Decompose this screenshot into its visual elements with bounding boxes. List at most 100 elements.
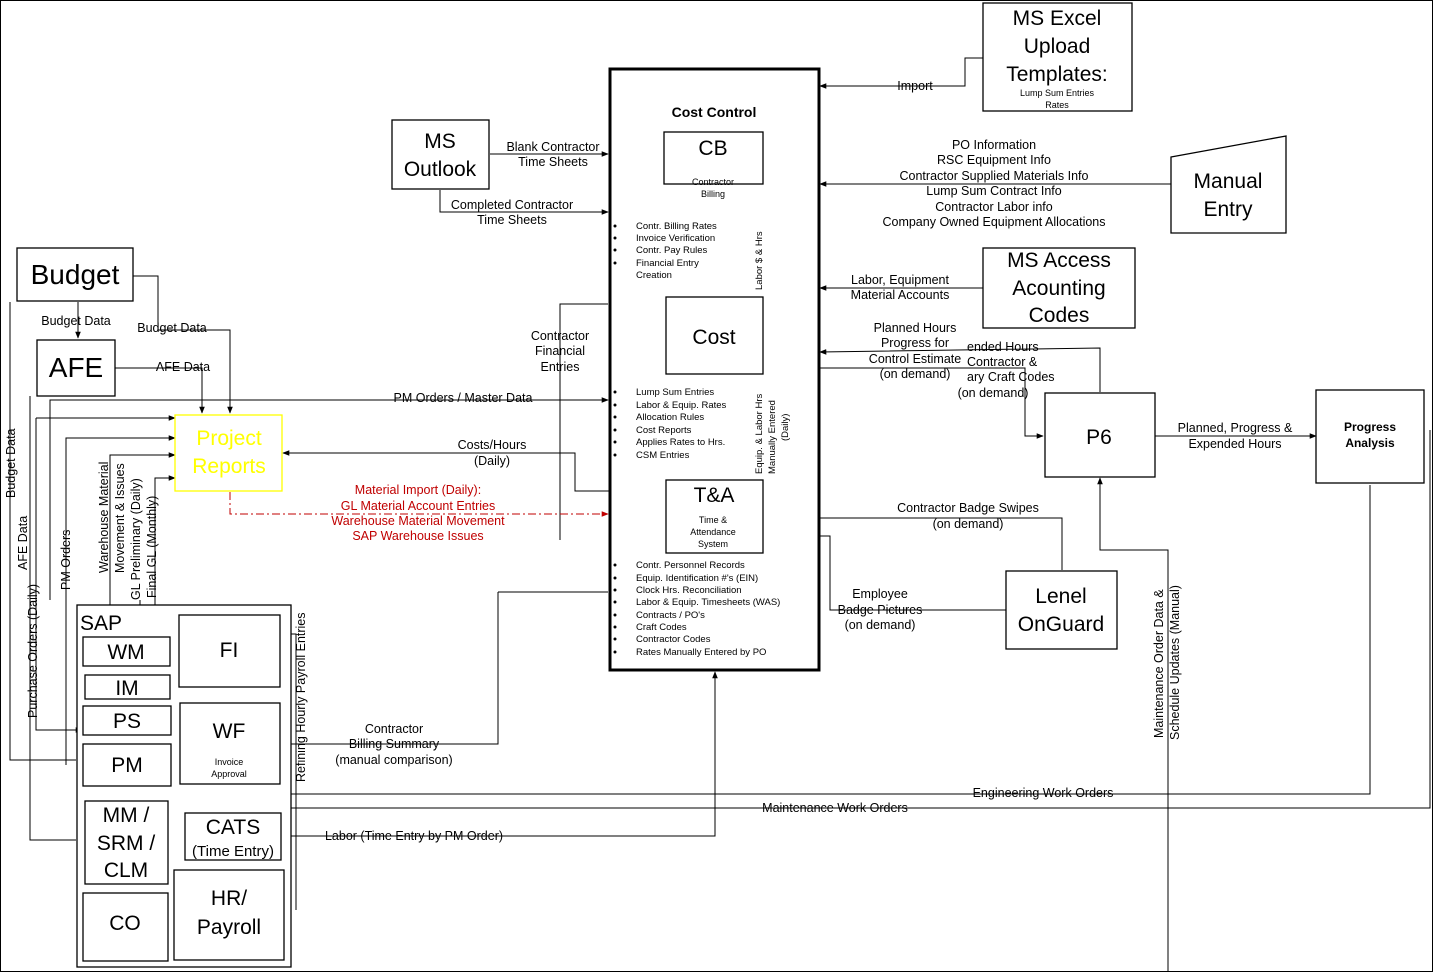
budget-box [16,247,134,302]
ta-input-list: Contr. Personnel Records Equip. Identifi… [636,560,780,658]
ms-access-title-2: Acounting [1012,277,1105,300]
mm-title-2: SRM / [97,832,156,855]
labor-equip-1: Labor, Equipment [851,273,950,287]
fi-box [178,614,281,688]
progress-analysis-title-1: Progress [1344,420,1396,434]
list-item: Applies Rates to Hrs. [636,437,725,448]
mm-box [84,800,169,885]
engineering-wo-label: Engineering Work Orders [973,786,1114,800]
list-item: Contracts / PO's [636,610,705,621]
warehouse-vertical-2: Movement & Issues [113,463,127,573]
material-import-3: Warehouse Material Movement [331,514,505,528]
list-item: Labor & Equip. Timesheets (WAS) [636,597,780,608]
contractor-financial-1: Contractor [531,329,589,343]
list-item: Labor & Equip. Rates [636,400,727,411]
project-reports-title-1: Project [196,427,262,450]
wf-box [179,702,281,785]
import-label: Import [897,79,933,93]
costs-hours-2: (Daily) [474,454,510,468]
budget-title: Budget [31,259,120,290]
planned-hours-4: (on demand) [880,367,951,381]
labor-equip-2: Material Accounts [851,288,950,302]
cb-input-list: Contr. Billing Rates Invoice Verificatio… [636,221,717,281]
cb-sub-1: Contractor [692,177,734,187]
maintenance-order-vertical-1: Maintenance Order Data & [1152,589,1166,738]
list-item: Allocation Rules [636,412,704,423]
pm-title: PM [111,754,143,777]
manual-entry-title-2: Entry [1203,198,1253,221]
im-box [84,674,171,700]
progress-analysis-title-2: Analysis [1345,436,1395,450]
expended-4: (on demand) [958,386,1029,400]
maintenance-wo-label: Maintenance Work Orders [762,801,908,815]
list-item: CSM Entries [636,450,690,461]
ta-title: T&A [694,484,735,507]
afe-data-label: AFE Data [156,360,210,374]
purchase-orders-vertical: Purchase Orders (Daily) [26,584,40,718]
ms-access-title-3: Codes [1029,304,1090,327]
labor-hrs-label: Labor $ & Hrs [754,231,765,290]
p6-title: P6 [1086,426,1112,449]
ms-excel-title-1: MS Excel [1013,7,1102,30]
cost-input-list: Lump Sum Entries Labor & Equip. Rates Al… [636,387,727,461]
costs-hours-1: Costs/Hours [458,438,527,452]
completed-ts-1: Completed Contractor [451,198,573,212]
ms-access-box [982,247,1136,329]
mm-title-1: MM / [103,804,150,827]
budget-data-vertical: Budget Data [4,428,18,498]
co-title: CO [109,912,141,935]
manual-item-5: Contractor Labor info [935,200,1052,214]
list-item: Clock Hrs. Reconciliation [636,585,742,596]
hr-title-2: Payroll [197,916,261,939]
material-import-1: Material Import (Daily): [355,483,481,497]
budget-data-label: Budget Data [41,314,111,328]
ms-excel-title-3: Templates: [1006,63,1108,86]
list-bullets [613,224,617,654]
expended-3: ary Craft Codes [967,370,1055,384]
gl-vertical-2: Final GL (Monthly) [145,496,159,598]
pm-orders-master-label: PM Orders / Master Data [394,391,533,405]
contractor-billing-2: Billing Summary [349,737,440,751]
cats-title: CATS [206,816,260,839]
gl-vertical-1: GL Preliminary (Daily) [129,478,143,600]
expended-1: ended Hours [967,340,1039,354]
lenel-box [1005,570,1118,650]
afe-title: AFE [49,352,103,383]
wm-title: WM [107,641,144,664]
ms-outlook-box [391,119,490,190]
planned-progress-2: Expended Hours [1188,437,1281,451]
ta-box [665,479,764,554]
maintenance-order-vertical-2: Schedule Updates (Manual) [1168,585,1182,740]
list-item: Contr. Billing Rates [636,221,717,232]
list-item: Invoice Verification [636,233,715,244]
mm-title-3: CLM [104,859,148,882]
afe-data-vertical: AFE Data [16,516,30,570]
ps-box [82,705,172,736]
manual-item-1: PO Information [952,138,1036,152]
badge-pictures-1: Employee [852,587,908,601]
project-reports-box [174,414,283,492]
ta-sub-2: Attendance [690,527,736,537]
contractor-financial-2: Financial [535,344,585,358]
list-item: Contr. Pay Rules [636,245,708,256]
badge-swipes-2: (on demand) [933,517,1004,531]
ms-excel-box [982,2,1133,112]
connector-labels: Import Blank Contractor Time Sheets Comp… [4,79,1293,843]
manual-item-6: Company Owned Equipment Allocations [882,215,1105,229]
ms-excel-title-2: Upload [1024,35,1091,58]
list-item: Cost Reports [636,425,692,436]
equip-labor-label-1: Equip. & Labor Hrs [754,393,765,474]
equip-labor-label-2: Manually Entered [767,400,778,474]
fi-title: FI [220,639,239,662]
cost-box [665,296,764,375]
pm-orders-vertical: PM Orders [59,530,73,590]
badge-swipes-1: Contractor Badge Swipes [897,501,1039,515]
sap-title: SAP [80,612,122,635]
material-import-4: SAP Warehouse Issues [352,529,483,543]
budget-data-label-2: Budget Data [137,321,207,335]
manual-item-2: RSC Equipment Info [937,153,1051,167]
material-import-2: GL Material Account Entries [341,499,495,513]
contractor-financial-3: Entries [541,360,580,374]
refining-vertical: Refining Hourly Payroll Entries [294,612,308,782]
